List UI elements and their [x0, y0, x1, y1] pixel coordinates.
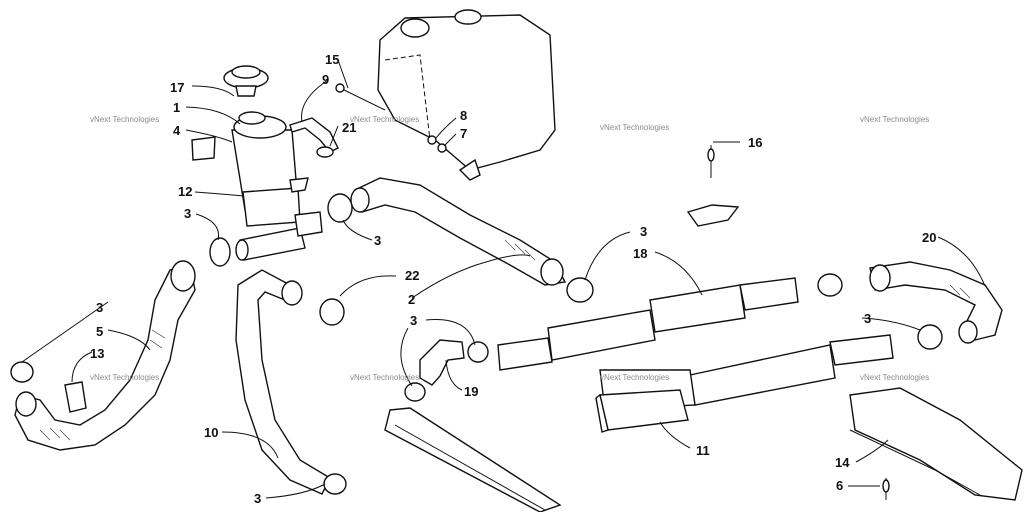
hose-elbow-small: [419, 339, 465, 386]
watermark: vNext Technologies: [600, 123, 669, 132]
callouts: 17 1 4 15 9 21 8 7 12 3 3 3 18 16 20 3 2…: [90, 52, 936, 506]
callout-21: 21: [342, 120, 356, 135]
callout-10: 10: [204, 425, 218, 440]
callout-22: 22: [405, 268, 419, 283]
hose-main-top: [350, 177, 567, 286]
drain-plug: [882, 478, 890, 500]
expansion-bottle: [231, 111, 309, 227]
watermarks: vNext Technologies vNext Technologies vN…: [90, 115, 929, 382]
callout-16: 16: [748, 135, 762, 150]
watermark: vNext Technologies: [860, 373, 929, 382]
hose-left-lower: [14, 260, 196, 451]
callout-7: 7: [460, 126, 467, 141]
callout-3-a: 3: [184, 206, 191, 221]
bleeder-screw: [707, 145, 715, 178]
hose-right-upper: [869, 261, 1003, 344]
gasket-patch: [686, 204, 740, 227]
small-clamps: [316, 135, 447, 158]
watermark: vNext Technologies: [90, 373, 159, 382]
coolant-tank: [377, 9, 556, 181]
callout-2: 2: [408, 292, 415, 307]
callout-4: 4: [173, 123, 181, 138]
frame-rail: [384, 407, 562, 512]
callout-5: 5: [96, 324, 103, 339]
decal-label: [191, 136, 216, 161]
hose-connector-fitting: [235, 211, 323, 261]
watermark: vNext Technologies: [860, 115, 929, 124]
pressure-cap: [223, 65, 269, 97]
hose-clamps: [10, 193, 943, 495]
callout-20: 20: [922, 230, 936, 245]
tunnel-bracket: [595, 389, 689, 433]
callout-12: 12: [178, 184, 192, 199]
callout-3-d: 3: [864, 311, 871, 326]
callout-13: 13: [90, 346, 104, 361]
callout-3-c: 3: [640, 224, 647, 239]
callout-8: 8: [460, 108, 467, 123]
watermark: vNext Technologies: [350, 373, 419, 382]
callout-3-b: 3: [374, 233, 381, 248]
watermark: vNext Technologies: [90, 115, 159, 124]
callout-3-g: 3: [254, 491, 261, 506]
bolt: [335, 83, 386, 111]
callout-9: 9: [322, 72, 329, 87]
callout-17: 17: [170, 80, 184, 95]
callout-3-e: 3: [410, 313, 417, 328]
callout-11: 11: [696, 443, 710, 458]
skid-plate: [849, 387, 1023, 501]
callout-6: 6: [836, 478, 843, 493]
overflow-hose: [289, 117, 339, 153]
callout-15: 15: [325, 52, 339, 67]
heat-exchanger-assembly: [497, 277, 894, 411]
callout-1: 1: [173, 100, 180, 115]
watermark: vNext Technologies: [600, 373, 669, 382]
watermark: vNext Technologies: [350, 115, 419, 124]
callout-19: 19: [464, 384, 478, 399]
callout-14: 14: [835, 455, 850, 470]
callout-3-f: 3: [96, 300, 103, 315]
callout-18: 18: [633, 246, 647, 261]
leader-lines: [21, 59, 986, 499]
hose-long-vertical: [235, 269, 331, 495]
